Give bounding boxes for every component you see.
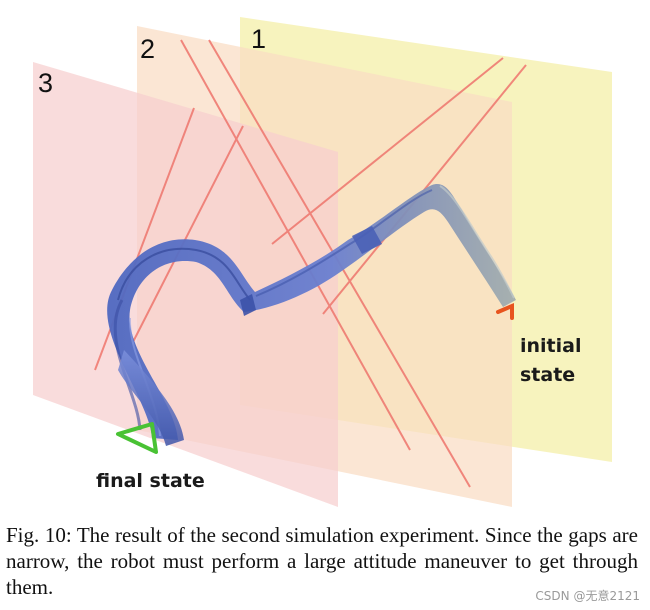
final-state-label: final state — [96, 470, 205, 492]
plane-label-3: 3 — [38, 68, 54, 98]
scene-illustration — [33, 17, 612, 507]
initial-state-label-line2: state — [520, 364, 576, 386]
plane-3 — [33, 62, 338, 507]
simulation-figure: 1 2 3 initial state final state — [33, 17, 612, 507]
initial-state-label-line1: initial — [520, 335, 582, 357]
watermark: CSDN @无意2121 — [535, 589, 640, 603]
initial-state-label: initial state — [520, 332, 581, 390]
plane-label-2: 2 — [140, 34, 156, 64]
initial-state-marker — [496, 302, 514, 320]
robot-trajectory — [107, 184, 517, 446]
final-state-marker — [116, 422, 158, 454]
plane-label-1: 1 — [251, 24, 267, 54]
figure-caption: Fig. 10: The result of the second simula… — [6, 523, 638, 599]
